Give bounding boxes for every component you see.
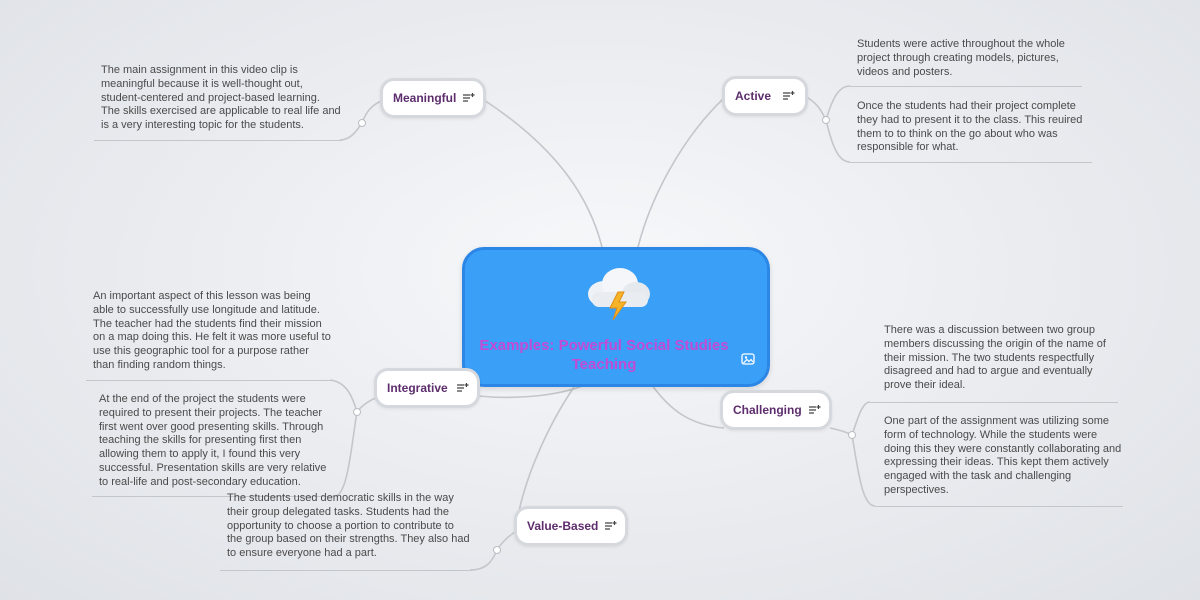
central-topic-title: Examples: Powerful Social Studies Teachi… bbox=[479, 337, 729, 373]
note-underline bbox=[850, 86, 1082, 87]
notes-icon[interactable] bbox=[462, 92, 475, 104]
connector-value-based bbox=[517, 386, 575, 517]
note-underline bbox=[870, 402, 1118, 403]
note-challenging-2: One part of the assignment was utilizing… bbox=[884, 415, 1122, 496]
topic-label: Value-Based bbox=[527, 519, 599, 533]
connector-active bbox=[637, 97, 725, 248]
topic-active[interactable]: Active bbox=[722, 76, 808, 116]
note-integrative-1: An important aspect of this lesson was b… bbox=[93, 290, 331, 371]
topic-label: Integrative bbox=[387, 381, 448, 395]
topic-label: Challenging bbox=[733, 403, 802, 417]
central-topic[interactable]: Examples: Powerful Social Studies Teachi… bbox=[462, 247, 770, 387]
storm-cloud-icon bbox=[588, 268, 650, 321]
note-underline bbox=[850, 162, 1092, 163]
note-underline bbox=[86, 380, 332, 381]
notes-icon[interactable] bbox=[782, 90, 795, 102]
collapse-toggle[interactable] bbox=[822, 116, 830, 124]
collapse-toggle[interactable] bbox=[353, 408, 361, 416]
note-meaningful-1: The main assignment in this video clip i… bbox=[101, 64, 341, 132]
note-active-1: Students were active throughout the whol… bbox=[857, 38, 1065, 78]
note-challenging-1: There was a discussion between two group… bbox=[884, 324, 1106, 392]
topic-label: Meaningful bbox=[393, 91, 457, 105]
notes-icon[interactable] bbox=[604, 520, 617, 532]
collapse-toggle[interactable] bbox=[848, 431, 856, 439]
connector-meaningful bbox=[483, 99, 603, 248]
note-underline bbox=[875, 506, 1123, 507]
topic-meaningful[interactable]: Meaningful bbox=[380, 78, 486, 118]
note-value-based-1: The students used democratic skills in t… bbox=[227, 492, 470, 560]
topic-challenging[interactable]: Challenging bbox=[720, 390, 832, 430]
collapse-toggle[interactable] bbox=[358, 119, 366, 127]
topic-value-based[interactable]: Value-Based bbox=[514, 506, 628, 546]
topic-label: Active bbox=[735, 89, 772, 103]
notes-icon[interactable] bbox=[808, 404, 821, 416]
topic-integrative[interactable]: Integrative bbox=[374, 368, 480, 408]
collapse-toggle[interactable] bbox=[493, 546, 501, 554]
connector-challenging bbox=[651, 384, 725, 429]
note-integrative-2: At the end of the project the students w… bbox=[99, 393, 327, 488]
connector-integrative bbox=[477, 384, 586, 399]
notes-icon[interactable] bbox=[456, 382, 469, 394]
note-active-2: Once the students had their project comp… bbox=[857, 100, 1083, 154]
note-underline bbox=[220, 570, 472, 571]
note-underline bbox=[92, 496, 337, 497]
note-underline bbox=[94, 140, 342, 141]
image-icon[interactable] bbox=[741, 352, 755, 366]
